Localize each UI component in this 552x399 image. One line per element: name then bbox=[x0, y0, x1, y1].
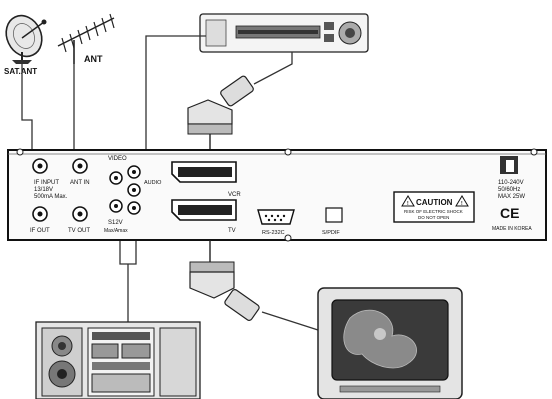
spdif-port bbox=[325, 207, 343, 223]
scart-vcr-socket bbox=[171, 161, 237, 183]
tv-label: TV bbox=[228, 228, 236, 234]
video-label: VIDEO bbox=[108, 156, 127, 162]
rating-plate bbox=[500, 156, 518, 174]
sat-ant-label: SAT.ANT bbox=[4, 67, 37, 76]
rca-video-connector bbox=[109, 171, 123, 185]
caution-line1: RISK OF ELECTRIC SHOCK bbox=[404, 209, 463, 214]
cables bbox=[21, 35, 319, 331]
rs232c-label: RS-232C bbox=[262, 230, 285, 236]
if-out-connector bbox=[32, 206, 48, 222]
satellite-dish-icon bbox=[5, 14, 47, 64]
rating-voltage: 110-240V bbox=[498, 180, 524, 186]
rca-audio-left-connector bbox=[127, 165, 141, 179]
television bbox=[317, 287, 463, 399]
tv-antenna-icon bbox=[57, 13, 115, 64]
s12v-sub-label: Max/Amax bbox=[104, 228, 128, 234]
vcr-device bbox=[199, 13, 369, 53]
rating-origin: MADE IN KOREA bbox=[492, 226, 532, 232]
scart-plug-bottom bbox=[189, 240, 260, 321]
if-out-label: IF OUT bbox=[30, 228, 50, 234]
svg-text:!: ! bbox=[407, 201, 409, 207]
rating-power: MAX 25W bbox=[498, 194, 525, 200]
s12v-connector bbox=[109, 199, 141, 215]
ce-mark: CE bbox=[500, 205, 519, 221]
warning-triangle-icon: ! ! bbox=[407, 201, 463, 207]
scart-tv-socket bbox=[171, 199, 237, 221]
audio-label: AUDIO bbox=[144, 180, 162, 186]
ant-in-connector bbox=[72, 158, 88, 174]
scart-plug-top bbox=[187, 75, 254, 156]
vcr-label: VCR bbox=[228, 192, 241, 198]
ant-in-label: ANT IN bbox=[70, 180, 90, 186]
if-input-label: IF INPUT 13/18V 500mA Max. bbox=[34, 180, 68, 200]
caution-title: CAUTION bbox=[416, 198, 453, 207]
if-input-connector bbox=[32, 158, 48, 174]
rs232c-port bbox=[257, 209, 295, 225]
svg-text:!: ! bbox=[461, 201, 463, 207]
spdif-label: S/PDIF bbox=[322, 230, 340, 236]
tv-out-label: TV OUT bbox=[68, 228, 90, 234]
stereo-system bbox=[35, 321, 201, 399]
s12v-label: S12V bbox=[108, 220, 123, 226]
ant-label: ANT bbox=[84, 54, 103, 64]
caution-line2: DO NOT OPEN bbox=[418, 215, 449, 220]
tv-out-connector bbox=[72, 206, 88, 222]
caution-label bbox=[393, 191, 475, 223]
rca-audio-right-connector bbox=[127, 183, 141, 197]
rating-frequency: 50/60Hz bbox=[498, 187, 520, 193]
